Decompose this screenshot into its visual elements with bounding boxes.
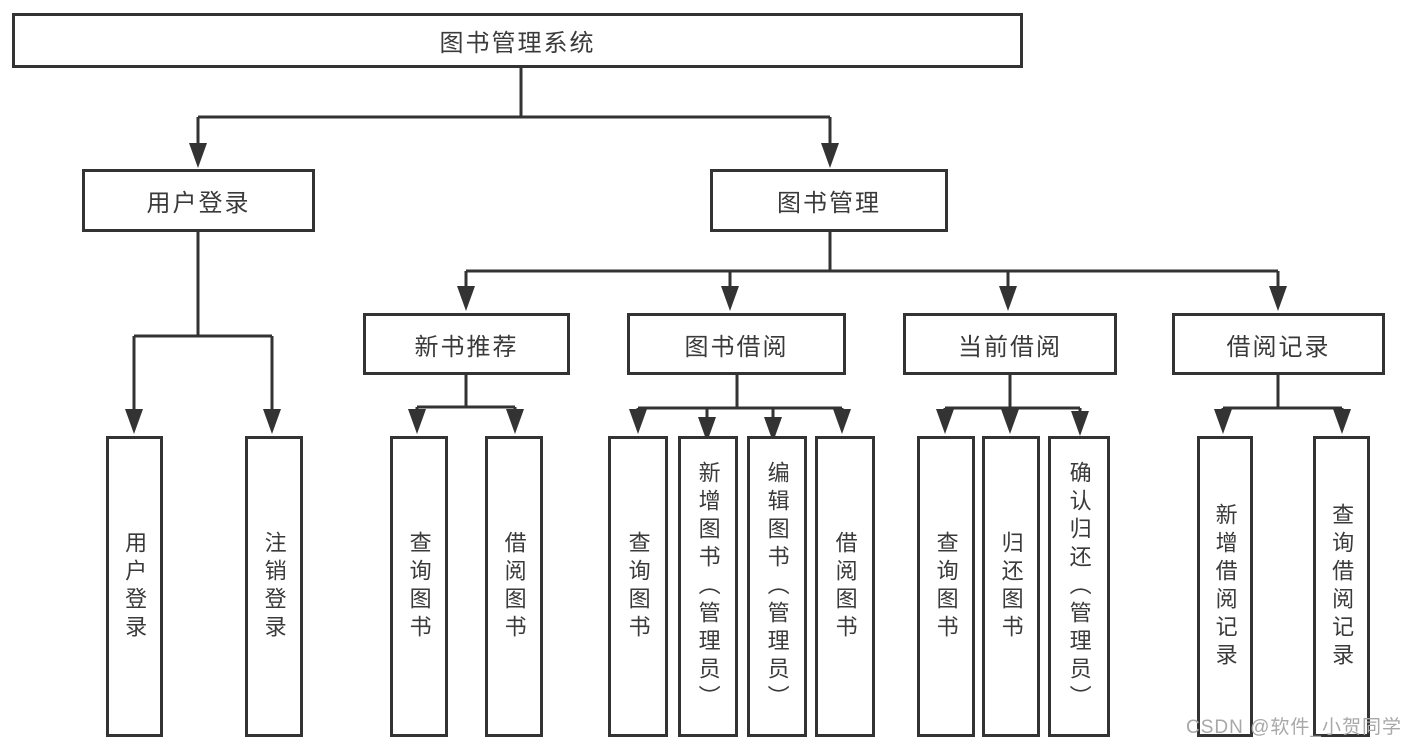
- leaf-bb-borrow-books-label: 借阅图书: [832, 530, 858, 643]
- leaf-cb-confirm-return-label: 确认归还（管理员）: [1066, 460, 1092, 713]
- node-borrowing-records: 借阅记录: [1172, 313, 1385, 375]
- leaf-br-add-record-label: 新增借阅记录: [1212, 502, 1238, 671]
- leaf-bb-add-books-label: 新增图书（管理员）: [695, 460, 721, 713]
- leaf-user-login-label: 用户登录: [122, 530, 148, 643]
- node-new-book-recommend-label: 新书推荐: [414, 333, 519, 361]
- node-borrowing-records-label: 借阅记录: [1226, 333, 1331, 361]
- node-book-management: 图书管理: [710, 169, 948, 232]
- node-new-book-recommend: 新书推荐: [363, 313, 570, 375]
- leaf-nbr-borrow-books: 借阅图书: [485, 436, 543, 737]
- leaf-bb-edit-books: 编辑图书（管理员）: [747, 436, 807, 737]
- leaf-cb-return-books-label: 归还图书: [998, 530, 1024, 643]
- leaf-bb-query-books: 查询图书: [608, 436, 668, 737]
- leaf-cb-query-books: 查询图书: [917, 436, 975, 737]
- node-book-management-label: 图书管理: [777, 190, 881, 217]
- leaf-bb-query-books-label: 查询图书: [625, 530, 651, 643]
- leaf-bb-edit-books-label: 编辑图书（管理员）: [764, 460, 790, 713]
- leaf-bb-borrow-books: 借阅图书: [815, 436, 875, 737]
- leaf-logout-label: 注销登录: [261, 530, 287, 643]
- leaf-bb-add-books: 新增图书（管理员）: [678, 436, 738, 737]
- node-current-borrowing: 当前借阅: [903, 313, 1117, 375]
- leaf-cb-return-books: 归还图书: [982, 436, 1040, 737]
- leaf-user-login: 用户登录: [106, 436, 163, 737]
- node-current-borrowing-label: 当前借阅: [958, 333, 1062, 361]
- leaf-logout: 注销登录: [245, 436, 303, 737]
- leaf-cb-query-books-label: 查询图书: [933, 530, 959, 643]
- node-root-label: 图书管理系统: [439, 30, 596, 57]
- leaf-cb-confirm-return: 确认归还（管理员）: [1048, 436, 1110, 737]
- leaf-nbr-query-books: 查询图书: [390, 436, 448, 737]
- leaf-br-query-record-label: 查询借阅记录: [1329, 502, 1355, 671]
- node-root: 图书管理系统: [12, 13, 1023, 68]
- leaf-nbr-borrow-books-label: 借阅图书: [501, 530, 527, 643]
- leaf-br-add-record: 新增借阅记录: [1197, 436, 1253, 737]
- node-user-login-label: 用户登录: [146, 190, 251, 217]
- node-user-login: 用户登录: [82, 169, 315, 232]
- node-book-borrowing-label: 图书借阅: [684, 333, 789, 361]
- leaf-br-query-record: 查询借阅记录: [1313, 436, 1370, 737]
- node-book-borrowing: 图书借阅: [627, 313, 846, 375]
- leaf-nbr-query-books-label: 查询图书: [406, 530, 432, 643]
- csdn-watermark: CSDN @软件_小贺同学: [1186, 717, 1402, 738]
